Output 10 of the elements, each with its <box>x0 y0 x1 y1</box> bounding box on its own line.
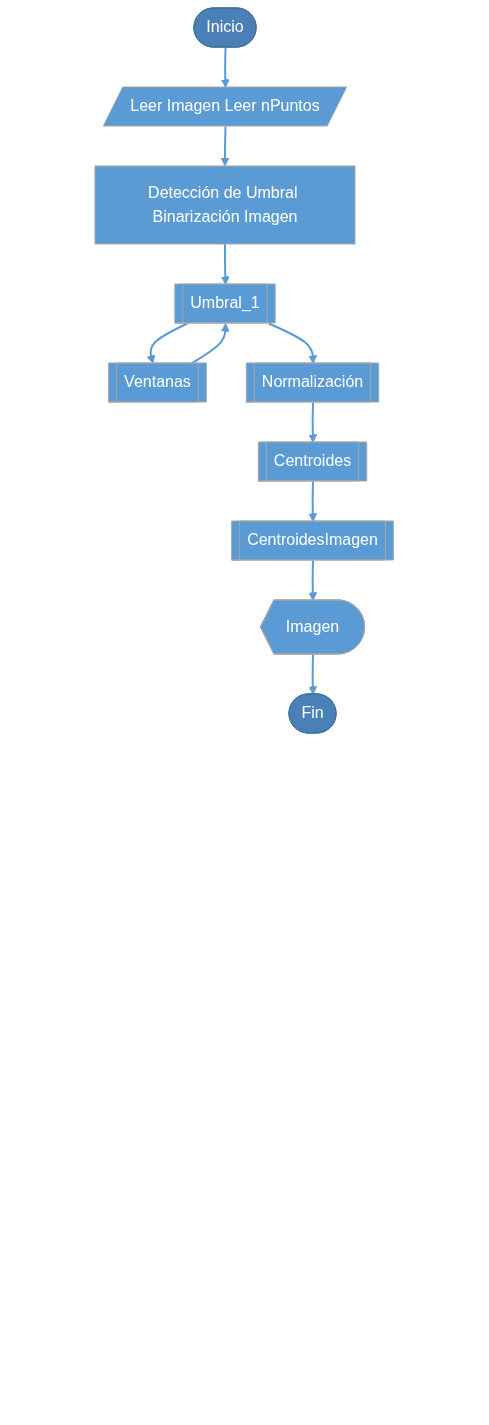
arrow <box>308 480 318 522</box>
arrow <box>221 243 230 285</box>
arrow <box>268 322 318 364</box>
node-box: Detección de Umbral Binarización Imagen <box>94 165 356 245</box>
arrow <box>147 322 189 364</box>
arrow <box>220 125 230 167</box>
arrow <box>308 401 318 443</box>
arrow <box>221 46 230 88</box>
arrow <box>308 559 318 601</box>
arrow <box>308 653 318 695</box>
